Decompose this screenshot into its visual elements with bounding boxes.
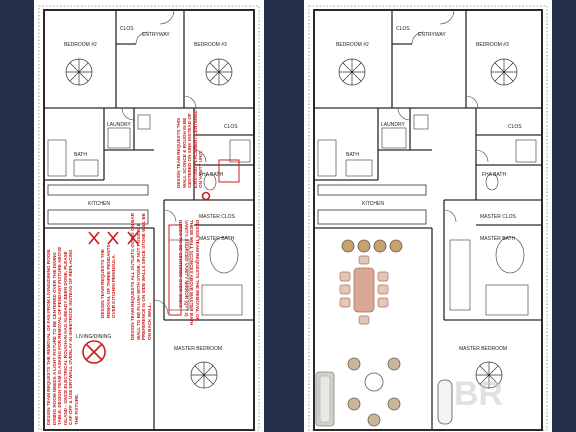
interior-walls (314, 10, 542, 430)
room-label-bedroom3: BEDROOM #3 (476, 42, 509, 48)
room-label-clos-mid: CLOS (224, 124, 238, 130)
room-label-bath: BATH (346, 152, 359, 158)
room-label-clos-top: CLOS (396, 26, 410, 32)
dining-chairs (339, 255, 389, 325)
design-note-fan: DESIGN TEAM REQUESTS THE REMOVAL OF FAN … (46, 246, 79, 425)
room-label-fha-bath: FHA BATH (199, 172, 223, 178)
annotated-floor-plan-drawing: BEDROOM #2 BEDROOM #3 CLOS ENTRYWAY LAUN… (38, 5, 260, 431)
dining-set (339, 255, 389, 325)
room-label-laundry: LAUNDRY (381, 122, 405, 128)
door-swings (121, 9, 207, 315)
room-label-fha-bath: FHA BATH (482, 172, 506, 178)
room-label-entryway: ENTRYWAY (418, 32, 446, 38)
coffee-table (364, 372, 384, 392)
room-label-bedroom2: BEDROOM #2 (336, 42, 369, 48)
design-note-pendants: DESIGN TEAM REQUESTS THE REMOVAL OF THRE… (100, 244, 117, 318)
room-label-bedroom3: BEDROOM #3 (194, 42, 227, 48)
ceiling-fan-icons (65, 58, 233, 389)
room-label-bath: BATH (74, 152, 87, 158)
ceiling-fan-icons (338, 58, 518, 389)
dining-table (353, 267, 375, 313)
room-label-laundry: LAUNDRY (107, 122, 131, 128)
room-label-master-bedroom: MASTER BEDROOM (174, 346, 222, 352)
annotated-floor-plan: BEDROOM #2 BEDROOM #3 CLOS ENTRYWAY LAUN… (34, 0, 264, 432)
room-label-entryway: ENTRYWAY (142, 32, 170, 38)
room-label-master-clos: MASTER CLOS (199, 214, 236, 220)
room-label-master-bath: MASTER BATH (199, 236, 235, 242)
room-label-kitchen: KITCHEN (88, 201, 110, 207)
red-removal-marks (82, 191, 211, 364)
design-note-sconce: DESIGN TEAM REQUESTS THIS WALL SCONCE & … (176, 110, 204, 188)
room-label-clos-top: CLOS (120, 26, 134, 32)
design-note-vanity: DESIGN TEAM REQUESTS THE REMOVAL OF THES… (178, 220, 200, 326)
room-label-bedroom2: BEDROOM #2 (64, 42, 97, 48)
bar-stools (341, 239, 403, 253)
exterior-walls (313, 9, 543, 431)
furnished-floor-plan-drawing: BEDROOM #2 BEDROOM #3 CLOS ENTRYWAY LAUN… (308, 5, 548, 431)
freestanding-tub (437, 379, 453, 425)
design-note-outlets: DESIGN TEAM REQUESTS ALL OUTLETS GOING O… (130, 212, 152, 340)
room-label-living-dining: LIVING/DINING (76, 334, 111, 340)
furnished-floor-plan: BEDROOM #2 BEDROOM #3 CLOS ENTRYWAY LAUN… (304, 0, 552, 432)
armchairs (347, 357, 401, 427)
interior-walls (44, 10, 254, 430)
kitchen-counters (47, 184, 149, 225)
red-highlight-boxes (168, 159, 240, 316)
room-label-master-clos: MASTER CLOS (480, 214, 517, 220)
exterior-walls (43, 9, 255, 431)
kitchen-counters (317, 184, 427, 225)
room-label-kitchen: KITCHEN (362, 201, 384, 207)
room-label-master-bedroom: MASTER BEDROOM (459, 346, 507, 352)
bath-fixtures (317, 114, 537, 316)
room-label-master-bath: MASTER BATH (480, 236, 516, 242)
living-room-seating (315, 357, 401, 427)
watermark-logo: BR (454, 375, 503, 413)
bath-fixtures (47, 114, 251, 316)
room-label-clos-mid: CLOS (508, 124, 522, 130)
door-swings (397, 9, 489, 223)
